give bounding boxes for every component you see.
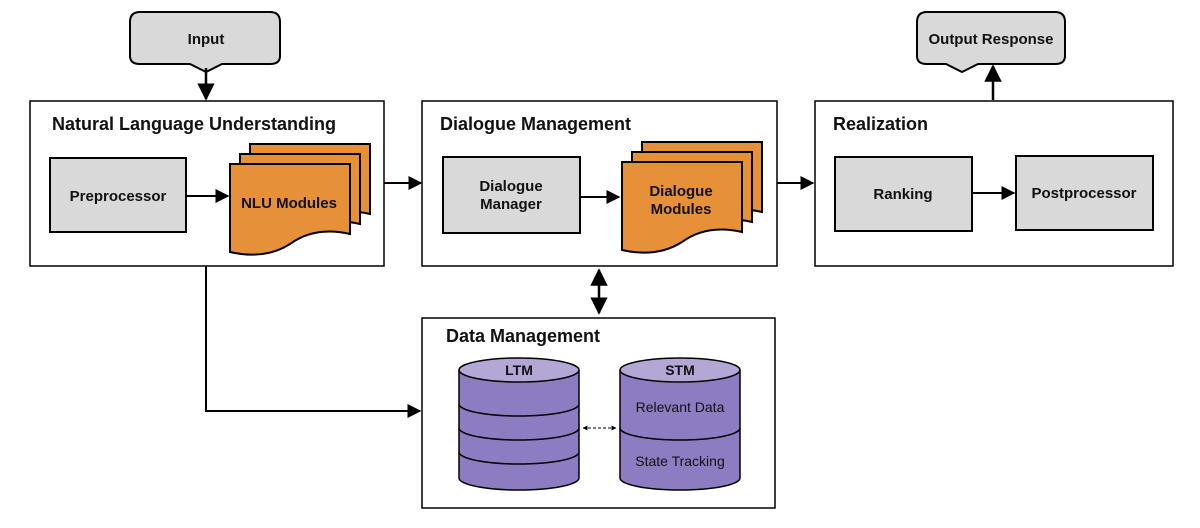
stm-database: STM Relevant Data State Tracking [619, 357, 741, 491]
stm-relevant-data-label: Relevant Data [636, 399, 725, 415]
preprocessor-label: Preprocessor [70, 188, 167, 205]
output-node: Output Response [916, 11, 1066, 74]
realization-stage: Realization Ranking Postprocessor [814, 100, 1174, 267]
postprocessor-box: Postprocessor [1015, 155, 1154, 231]
data-stage: Data Management LTM STM Relevant Data St… [421, 317, 776, 509]
nlu-title: Natural Language Understanding [52, 114, 336, 134]
dm-title: Dialogue Management [440, 114, 631, 134]
ranking-box: Ranking [834, 156, 973, 232]
ltm-label: LTM [505, 362, 533, 378]
preprocessor-box: Preprocessor [49, 157, 187, 233]
stm-state-tracking-label: State Tracking [635, 453, 725, 469]
nlu-modules-stack: NLU Modules [229, 143, 371, 256]
ranking-label: Ranking [873, 186, 932, 203]
stm-label: STM [665, 362, 695, 378]
input-node: Input [129, 11, 281, 74]
dialogue-manager-label-line1: Dialogue [479, 178, 542, 195]
postprocessor-label: Postprocessor [1031, 185, 1136, 202]
dialogue-manager-box: Dialogue Manager [442, 156, 581, 234]
nlu-modules-label: NLU Modules [241, 195, 337, 212]
dialogue-modules-label-line2: Modules [651, 201, 712, 218]
input-label: Input [188, 31, 225, 48]
nlu-to-data-arrow [205, 266, 422, 418]
dialogue-modules-label-line1: Dialogue [649, 183, 712, 200]
dialogue-modules-stack: Dialogue Modules [621, 141, 763, 254]
ltm-database: LTM [458, 357, 580, 491]
data-title: Data Management [446, 326, 600, 346]
dialogue-manager-label-line2: Manager [480, 196, 542, 213]
realization-title: Realization [833, 114, 928, 134]
dm-stage: Dialogue Management Dialogue Manager Dia… [421, 100, 778, 267]
nlu-stage: Natural Language Understanding Preproces… [29, 100, 385, 267]
output-label: Output Response [928, 31, 1053, 48]
